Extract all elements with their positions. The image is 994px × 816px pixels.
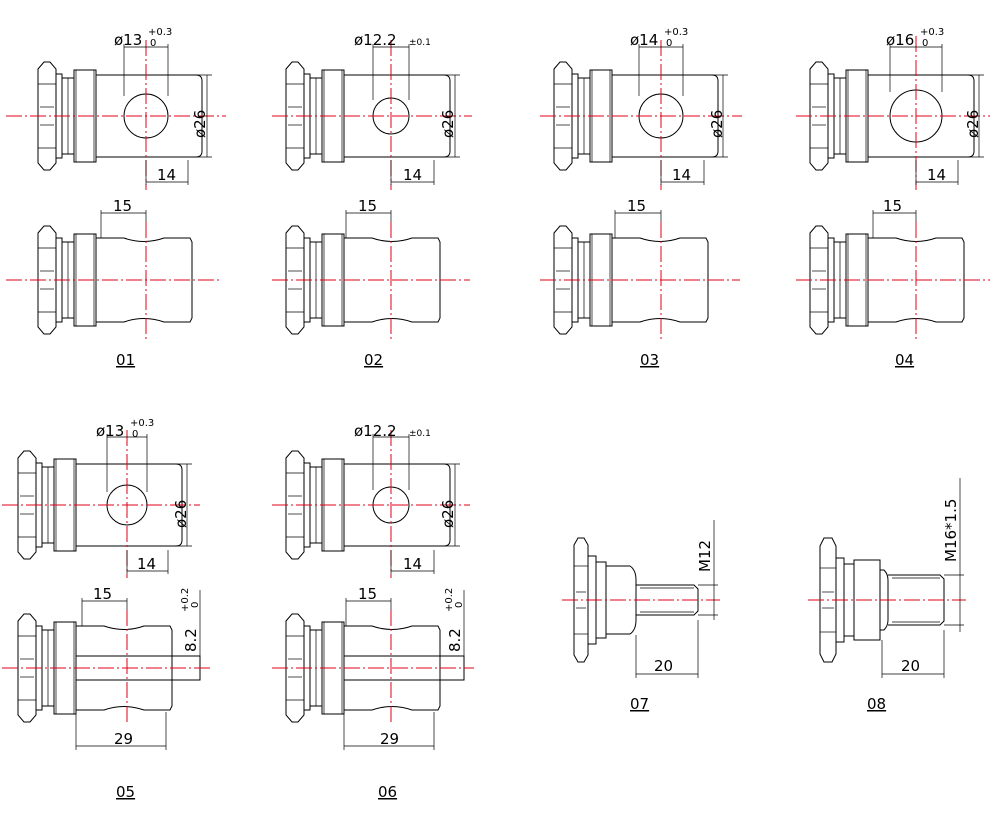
thread-label: M16*1.5 [942, 499, 960, 562]
part-06-top-view [272, 430, 470, 578]
part-07-view [562, 520, 720, 678]
slot-tol-upper: +0.2 [444, 588, 455, 612]
part-08-view [808, 478, 966, 678]
hole-tol-upper: +0.3 [148, 27, 172, 38]
part-01-top-view [6, 40, 226, 190]
hole-tol-upper: +0.3 [664, 27, 688, 38]
part-02-top-view [272, 40, 472, 190]
side-len-label: 15 [358, 197, 377, 215]
hole-pos-label: 14 [927, 166, 946, 184]
part-01-side-view [6, 210, 220, 340]
part-06-side-view [272, 590, 474, 750]
hole-pos-label: 14 [137, 555, 156, 573]
slot-tol-lower: 0 [454, 602, 465, 608]
side-len-label: 15 [93, 585, 112, 603]
slot-tol-lower: 0 [190, 602, 201, 608]
part-number: 03 [640, 351, 659, 369]
hole-tol: ±0.1 [409, 429, 431, 439]
part-04-top-view [796, 36, 990, 190]
length-label: 20 [901, 657, 920, 675]
hole-tol-upper: +0.3 [130, 418, 154, 429]
hole-dia-label: ø13 [96, 422, 124, 440]
length-label: 29 [114, 730, 133, 748]
hole-tol-lower: 0 [922, 38, 928, 49]
part-number: 01 [116, 351, 135, 369]
hole-tol-lower: 0 [132, 429, 138, 440]
hole-dia-label: ø14 [630, 31, 658, 49]
hole-tol-upper: +0.3 [920, 27, 944, 38]
slot-tol-upper: +0.2 [180, 588, 191, 612]
part-number: 04 [895, 351, 914, 369]
hole-pos-label: 14 [403, 166, 422, 184]
side-len-label: 15 [883, 197, 902, 215]
hole-dia-label: ø12.2 [354, 422, 397, 440]
slot-label: 8.2 [446, 628, 464, 652]
hole-pos-label: 14 [157, 166, 176, 184]
dia-label: ø26 [191, 110, 209, 138]
length-label: 29 [380, 730, 399, 748]
part-number: 02 [364, 351, 383, 369]
slot-label: 8.2 [182, 628, 200, 652]
dia-label: ø26 [964, 110, 982, 138]
dia-label: ø26 [708, 110, 726, 138]
hole-tol-lower: 0 [666, 38, 672, 49]
dia-label: ø26 [439, 500, 457, 528]
part-03-side-view [540, 210, 740, 340]
thread-label: M12 [696, 540, 714, 572]
dia-label: ø26 [172, 500, 190, 528]
hole-dia-label: ø12.2 [354, 31, 397, 49]
part-05-side-view [2, 590, 210, 750]
part-04-side-view [796, 210, 990, 340]
part-05-top-view [2, 430, 200, 578]
side-len-label: 15 [358, 585, 377, 603]
hole-dia-label: ø13 [114, 31, 142, 49]
part-number: 05 [116, 783, 135, 801]
hole-tol: ±0.1 [409, 38, 431, 48]
hole-dia-label: ø16 [886, 31, 914, 49]
length-label: 20 [654, 657, 673, 675]
side-len-label: 15 [113, 197, 132, 215]
dia-label: ø26 [439, 110, 457, 138]
part-number: 08 [867, 695, 886, 713]
part-02-side-view [272, 210, 470, 340]
part-number: 06 [378, 783, 397, 801]
part-number: 07 [630, 695, 649, 713]
hole-pos-label: 14 [403, 555, 422, 573]
hole-tol-lower: 0 [150, 38, 156, 49]
part-03-top-view [540, 40, 742, 190]
hole-pos-label: 14 [672, 166, 691, 184]
side-len-label: 15 [627, 197, 646, 215]
